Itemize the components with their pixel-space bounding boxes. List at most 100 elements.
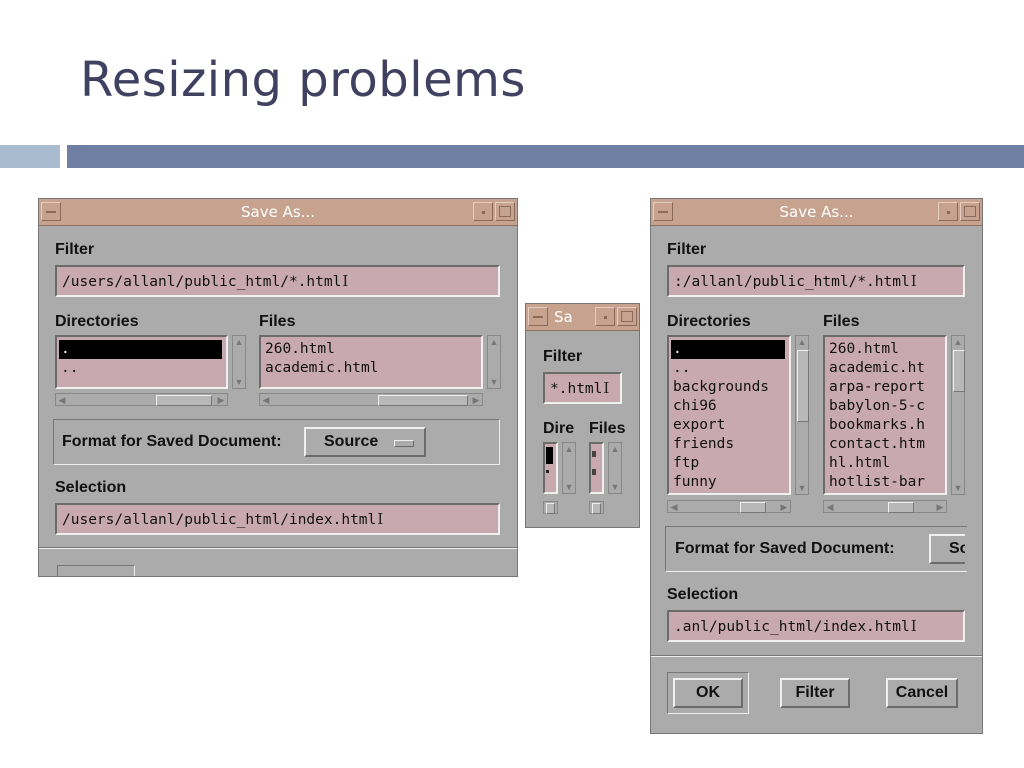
window-menu-button[interactable] bbox=[41, 202, 61, 221]
scroll-right-arrow-icon[interactable]: ▶ bbox=[780, 502, 788, 512]
list-item[interactable]: .. bbox=[673, 360, 691, 376]
text-cursor-icon: I bbox=[910, 617, 917, 635]
directories-hscrollbar[interactable]: ◀ ▶ bbox=[667, 500, 791, 513]
format-value: So bbox=[949, 540, 965, 557]
scroll-down-arrow-icon[interactable]: ▼ bbox=[797, 483, 807, 493]
files-list[interactable] bbox=[589, 442, 604, 494]
list-item[interactable]: academic.html bbox=[265, 360, 379, 376]
directories-hscrollbar[interactable] bbox=[543, 501, 558, 514]
directories-vscrollbar[interactable]: ▲ ▼ bbox=[562, 442, 576, 494]
list-item-marker[interactable] bbox=[546, 470, 549, 473]
directories-vscrollbar[interactable]: ▲ ▼ bbox=[232, 335, 246, 389]
list-item-marker[interactable] bbox=[592, 451, 596, 457]
filter-input[interactable]: *.htmlI bbox=[543, 372, 622, 404]
scroll-left-arrow-icon[interactable]: ◀ bbox=[262, 395, 270, 405]
minimize-button[interactable] bbox=[595, 307, 615, 326]
scroll-up-arrow-icon[interactable]: ▲ bbox=[234, 337, 244, 347]
directories-label: Directories bbox=[55, 313, 139, 330]
scroll-up-arrow-icon[interactable]: ▲ bbox=[953, 337, 963, 347]
slide-title: Resizing problems bbox=[80, 52, 526, 108]
list-item-marker[interactable] bbox=[592, 469, 596, 475]
maximize-button[interactable] bbox=[960, 202, 980, 221]
format-option-menu[interactable]: Source bbox=[304, 427, 426, 457]
list-item[interactable]: babylon-5-c bbox=[829, 398, 926, 414]
scroll-left-arrow-icon[interactable]: ◀ bbox=[826, 502, 834, 512]
maximize-button[interactable] bbox=[617, 307, 637, 326]
list-item[interactable]: 260.html bbox=[829, 341, 899, 357]
list-item[interactable]: contact.htm bbox=[829, 436, 926, 452]
list-item[interactable]: funny bbox=[673, 474, 717, 490]
selection-label: Selection bbox=[667, 586, 739, 603]
minimize-button[interactable] bbox=[473, 202, 493, 221]
scroll-up-arrow-icon[interactable]: ▲ bbox=[489, 337, 499, 347]
files-list[interactable]: 260.html academic.ht arpa-report babylon… bbox=[823, 335, 947, 495]
list-item[interactable]: hl.html bbox=[829, 455, 891, 471]
list-item[interactable]: backgrounds bbox=[673, 379, 770, 395]
ok-button[interactable]: OK bbox=[673, 678, 743, 708]
directories-list[interactable] bbox=[543, 442, 558, 494]
scroll-thumb[interactable] bbox=[378, 395, 468, 406]
filter-button[interactable]: Filter bbox=[780, 678, 850, 708]
window-menu-button[interactable] bbox=[528, 307, 548, 326]
scroll-thumb[interactable] bbox=[797, 350, 809, 422]
scroll-thumb[interactable] bbox=[740, 502, 766, 513]
title-bar[interactable]: Sa bbox=[526, 304, 639, 331]
selection-input[interactable]: /users/allanl/public_html/index.htmlI bbox=[55, 503, 500, 535]
text-cursor-icon: I bbox=[342, 272, 349, 290]
selection-input[interactable]: .anl/public_html/index.htmlI bbox=[667, 610, 965, 642]
scroll-right-arrow-icon[interactable]: ▶ bbox=[217, 395, 225, 405]
list-item-marker[interactable] bbox=[546, 447, 553, 464]
list-item[interactable]: . bbox=[671, 340, 785, 359]
list-item[interactable]: .. bbox=[61, 360, 79, 376]
scroll-down-arrow-icon[interactable]: ▼ bbox=[564, 482, 574, 492]
cancel-button[interactable]: Cancel bbox=[886, 678, 958, 708]
list-item[interactable]: hotlist-bar bbox=[829, 474, 926, 490]
title-bar[interactable]: Save As... bbox=[39, 199, 517, 226]
files-hscrollbar[interactable] bbox=[589, 501, 604, 514]
list-item[interactable]: arpa-report bbox=[829, 379, 926, 395]
filter-input[interactable]: :/allanl/public_html/*.htmlI bbox=[667, 265, 965, 297]
window-menu-button[interactable] bbox=[653, 202, 673, 221]
scroll-thumb[interactable] bbox=[888, 502, 914, 513]
files-hscrollbar[interactable]: ◀ ▶ bbox=[259, 393, 483, 406]
directories-list[interactable]: . .. bbox=[55, 335, 228, 389]
scroll-down-arrow-icon[interactable]: ▼ bbox=[234, 377, 244, 387]
list-item[interactable]: . bbox=[59, 340, 222, 359]
list-item[interactable]: bookmarks.h bbox=[829, 417, 926, 433]
list-item[interactable]: ftp bbox=[673, 455, 700, 471]
filter-value: *.html bbox=[550, 381, 603, 397]
scroll-thumb[interactable] bbox=[953, 350, 965, 392]
format-option-menu[interactable]: So bbox=[929, 534, 965, 564]
scroll-up-arrow-icon[interactable]: ▲ bbox=[564, 444, 574, 454]
title-bar[interactable]: Save As... bbox=[651, 199, 982, 226]
directories-hscrollbar[interactable]: ◀ ▶ bbox=[55, 393, 228, 406]
files-vscrollbar[interactable]: ▲ ▼ bbox=[951, 335, 965, 495]
scroll-left-arrow-icon[interactable]: ◀ bbox=[670, 502, 678, 512]
scroll-up-arrow-icon[interactable]: ▲ bbox=[797, 337, 807, 347]
scroll-thumb[interactable] bbox=[592, 503, 601, 514]
scroll-up-arrow-icon[interactable]: ▲ bbox=[610, 444, 620, 454]
list-item[interactable]: export bbox=[673, 417, 726, 433]
truncated-button-edge[interactable] bbox=[57, 565, 135, 576]
files-list[interactable]: 260.html academic.html bbox=[259, 335, 483, 389]
filter-input[interactable]: /users/allanl/public_html/*.htmlI bbox=[55, 265, 500, 297]
scroll-down-arrow-icon[interactable]: ▼ bbox=[610, 482, 620, 492]
list-item[interactable]: friends bbox=[673, 436, 735, 452]
scroll-left-arrow-icon[interactable]: ◀ bbox=[58, 395, 66, 405]
maximize-button[interactable] bbox=[495, 202, 515, 221]
scroll-right-arrow-icon[interactable]: ▶ bbox=[472, 395, 480, 405]
directories-list[interactable]: . .. backgrounds chi96 export friends ft… bbox=[667, 335, 791, 495]
scroll-thumb[interactable] bbox=[546, 503, 555, 514]
scroll-right-arrow-icon[interactable]: ▶ bbox=[936, 502, 944, 512]
list-item[interactable]: 260.html bbox=[265, 341, 335, 357]
list-item[interactable]: academic.ht bbox=[829, 360, 926, 376]
scroll-down-arrow-icon[interactable]: ▼ bbox=[489, 377, 499, 387]
list-item[interactable]: chi96 bbox=[673, 398, 717, 414]
files-vscrollbar[interactable]: ▲ ▼ bbox=[608, 442, 622, 494]
scroll-down-arrow-icon[interactable]: ▼ bbox=[953, 483, 963, 493]
minimize-button[interactable] bbox=[938, 202, 958, 221]
files-vscrollbar[interactable]: ▲ ▼ bbox=[487, 335, 501, 389]
scroll-thumb[interactable] bbox=[156, 395, 212, 406]
directories-vscrollbar[interactable]: ▲ ▼ bbox=[795, 335, 809, 495]
files-hscrollbar[interactable]: ◀ ▶ bbox=[823, 500, 947, 513]
